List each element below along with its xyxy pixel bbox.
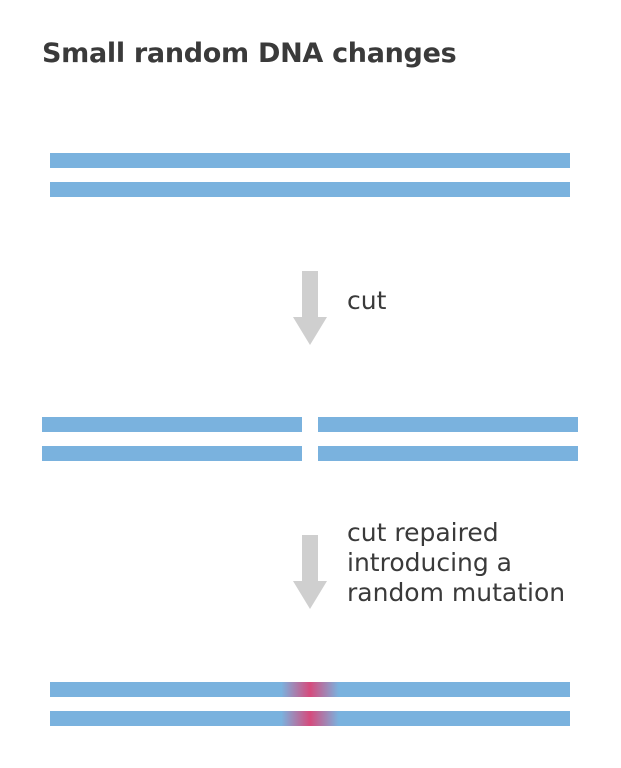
- step-label-line: random mutation: [347, 578, 566, 607]
- down-arrow-icon: [293, 535, 327, 609]
- step-label-line: cut repaired: [347, 518, 499, 547]
- step-label-line: cut: [347, 286, 387, 315]
- step-label-repair: cut repaired introducing a random mutati…: [347, 518, 565, 608]
- dna-strand-top-left: [42, 417, 302, 432]
- dna-strand-top: [50, 153, 570, 168]
- down-arrow-icon: [293, 271, 327, 345]
- dna-strand-bottom-left: [42, 446, 302, 461]
- step-label-cut: cut: [347, 286, 386, 316]
- step-label-line: introducing a: [347, 548, 513, 577]
- dna-strand-bottom-right: [318, 446, 578, 461]
- dna-strand-top-mutated: [50, 682, 570, 697]
- diagram-title: Small random DNA changes: [42, 38, 457, 69]
- dna-strand-bottom: [50, 182, 570, 197]
- dna-strand-bottom-mutated: [50, 711, 570, 726]
- dna-strand-top-right: [318, 417, 578, 432]
